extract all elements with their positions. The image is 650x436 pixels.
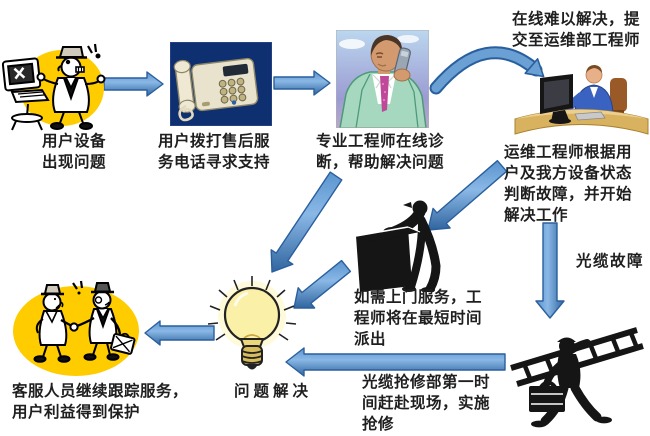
arrow-resolved-to-followup bbox=[144, 320, 215, 346]
lightbulb-illustration bbox=[207, 276, 297, 370]
caption-follow-up: 客服人员继续跟踪服务， 用户利益得到保护 bbox=[12, 382, 189, 421]
label-cable-fault: 光缆故障 bbox=[576, 252, 645, 270]
caption-escalation: 在线难以解决，提 交至运维部工程师 bbox=[512, 10, 641, 49]
caption-cable-repair: 光缆抢修部第一时 间赶赴现场，实施 抢修 bbox=[362, 373, 491, 433]
maintenance-engineer-at-desk-illustration bbox=[514, 65, 649, 135]
telephone-photo bbox=[170, 42, 272, 126]
arrow-escalate-curved bbox=[429, 46, 545, 95]
field-worker-with-box-silhouette bbox=[355, 200, 441, 292]
arrow-diagnosis-to-resolved bbox=[270, 171, 343, 273]
arrow-desk-to-fieldworker bbox=[427, 159, 508, 231]
arrow-user-to-phone bbox=[103, 71, 164, 97]
caption-call-hotline: 用户拨打售后服 务电话寻求支持 bbox=[158, 132, 271, 171]
arrow-desk-to-cable-repair bbox=[535, 222, 565, 319]
user-with-computer-cartoon bbox=[1, 43, 106, 131]
caption-resolved: 问题解决 bbox=[234, 382, 313, 400]
engineer-on-phone-photo bbox=[336, 30, 429, 128]
customer-service-handshake-cartoon bbox=[13, 280, 139, 376]
caption-user-problem: 用户设备 出现问题 bbox=[42, 132, 107, 171]
cable-repair-worker-with-ladder-silhouette bbox=[510, 327, 644, 428]
arrow-cable-repair-to-resolved bbox=[285, 347, 506, 377]
caption-online-diagnosis: 专业工程师在线诊 断，帮助解决问题 bbox=[316, 132, 445, 171]
arrow-fieldworker-to-resolved bbox=[293, 259, 352, 309]
caption-ops-engineer: 运维工程师根据用 户及我方设备状态 判断故障，并开始 解决工作 bbox=[504, 143, 633, 224]
arrow-phone-to-engineer bbox=[273, 70, 331, 96]
caption-onsite-dispatch: 如需上门服务，工 程师将在最短时间 派出 bbox=[354, 288, 483, 348]
